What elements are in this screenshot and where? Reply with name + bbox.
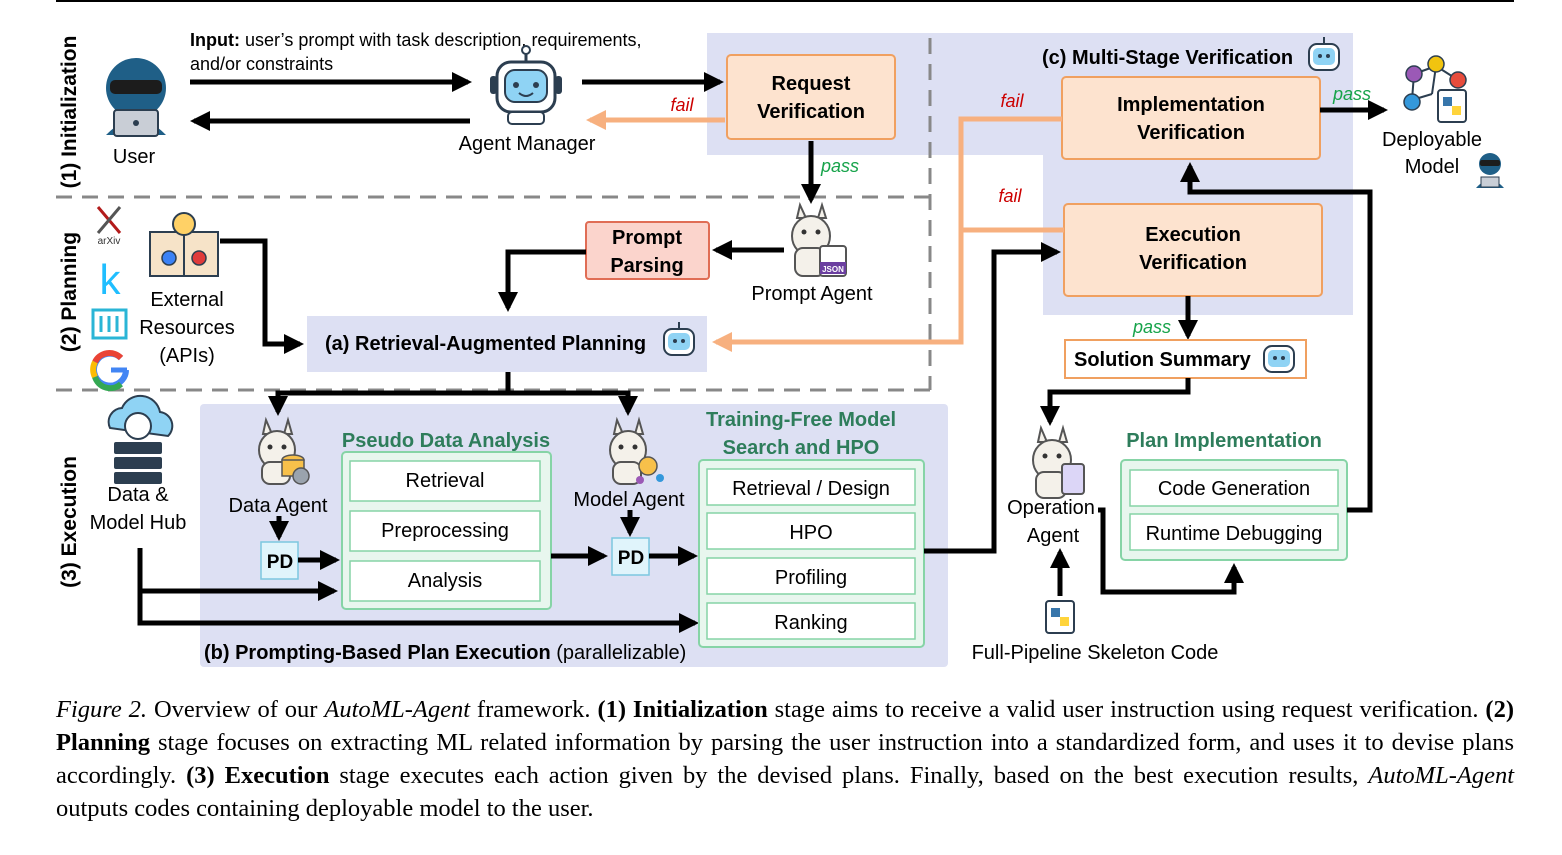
caption-figure-label: Figure 2. xyxy=(56,696,148,723)
figure-caption: Figure 2. Overview of our AutoML-Agent f… xyxy=(56,696,1515,822)
stage-label-initialization: (1) Initialization xyxy=(58,36,81,189)
pseudo-data-analysis-title: Pseudo Data Analysis xyxy=(342,430,550,452)
deployable-model-network-icon xyxy=(1403,55,1467,123)
arrow-hub-to-ranking xyxy=(137,591,699,633)
code-generation-item xyxy=(1129,469,1339,507)
arrow-operation-to-implementation xyxy=(1098,507,1244,595)
execution-verification-box xyxy=(1063,203,1323,297)
pd-label-data: PD xyxy=(267,552,293,573)
external-resources-line3: (APIs) xyxy=(159,345,215,367)
external-resources-line1: External xyxy=(150,289,223,311)
analysis-item xyxy=(349,560,541,602)
retrieval-design-item xyxy=(706,468,916,506)
execution-verification-line1: Execution xyxy=(1145,224,1241,246)
pass-label-execution: pass xyxy=(1132,317,1171,337)
operation-agent-llama-icon xyxy=(1032,424,1085,499)
request-verification-line1: Request xyxy=(772,73,851,95)
prompt-agent-label: Prompt Agent xyxy=(751,283,873,305)
fail-label-execution: fail xyxy=(998,186,1022,206)
prompt-parsing-line2: Parsing xyxy=(610,255,683,277)
deployable-user-icon xyxy=(1476,153,1504,188)
model-agent-label: Model Agent xyxy=(573,489,685,511)
retrieval-design-label: Retrieval / Design xyxy=(732,478,890,500)
runtime-debugging-item xyxy=(1129,513,1339,551)
arrow-resources-to-planning xyxy=(220,238,304,354)
arrow-summary-to-operation xyxy=(1040,378,1191,426)
preprocessing-label: Preprocessing xyxy=(381,520,509,542)
pd-label-model: PD xyxy=(618,548,644,569)
pd-box-model xyxy=(611,537,650,576)
kaggle-icon: k xyxy=(100,256,122,303)
agent-manager-label: Agent Manager xyxy=(459,133,596,155)
fail-label-implementation: fail xyxy=(1000,91,1024,111)
hpo-item xyxy=(706,512,916,550)
implementation-verification-box xyxy=(1061,76,1321,160)
runtime-debugging-label: Runtime Debugging xyxy=(1146,523,1323,545)
model-search-title-line1: Training-Free Model xyxy=(706,409,896,431)
automl-agent-diagram: (1) Initialization (2) Planning (3) Exec… xyxy=(56,0,1514,667)
retrieval-label: Retrieval xyxy=(406,470,485,492)
google-icon xyxy=(90,350,129,392)
arrow-parsing-to-planning xyxy=(498,249,586,312)
prompt-parsing-line1: Prompt xyxy=(612,227,682,249)
data-agent-label: Data Agent xyxy=(229,495,328,517)
fail-label-request: fail xyxy=(670,95,694,115)
ranking-item xyxy=(706,602,916,640)
data-agent-llama-icon xyxy=(258,416,310,485)
deployable-model-line2: Model xyxy=(1405,156,1459,178)
python-file-icon xyxy=(1045,600,1075,634)
operation-agent-line2: Agent xyxy=(1027,525,1080,547)
request-verification-box xyxy=(726,54,896,140)
verification-robot-icon xyxy=(1308,37,1340,71)
skeleton-code-label: Full-Pipeline Skeleton Code xyxy=(972,642,1219,664)
arrow-planning-to-agents xyxy=(268,372,511,416)
implementation-verification-line2: Verification xyxy=(1137,122,1245,144)
solution-summary-label: Solution Summary xyxy=(1074,349,1252,371)
external-resources-book-icon xyxy=(149,212,219,277)
profiling-label: Profiling xyxy=(775,567,847,589)
arrow-model-search-to-execution xyxy=(924,242,1061,554)
input-note-line1: Input: user’s prompt with task descripti… xyxy=(190,30,642,50)
retrieval-planning-label: (a) Retrieval-Augmented Planning xyxy=(325,333,646,355)
preprocessing-item xyxy=(349,510,541,552)
stage-label-execution: (3) Execution xyxy=(58,456,81,588)
plan-implementation-title: Plan Implementation xyxy=(1126,430,1322,452)
retrieval-item xyxy=(349,460,541,502)
retrieval-planning-box xyxy=(307,316,707,372)
agent-manager-robot-icon xyxy=(490,45,562,125)
model-search-title-line2: Search and HPO xyxy=(723,437,880,459)
user-icon xyxy=(106,58,166,137)
arxiv-icon: arXiv xyxy=(96,206,122,247)
multi-stage-verification-title: (c) Multi-Stage Verification xyxy=(1042,47,1293,69)
plan-execution-label: (b) Prompting-Based Plan Execution (para… xyxy=(204,642,686,664)
input-note-line2: and/or constraints xyxy=(190,54,333,74)
operation-agent-line1: Operation xyxy=(1007,497,1095,519)
implementation-verification-line1: Implementation xyxy=(1117,94,1265,116)
summary-robot-icon xyxy=(1263,345,1295,373)
database-icon xyxy=(91,308,128,340)
data-model-hub-line1: Data & xyxy=(107,484,169,506)
stage-label-planning: (2) Planning xyxy=(58,232,81,352)
svg-text:arXiv: arXiv xyxy=(98,236,121,247)
prompt-agent-llama-icon: JSON xyxy=(791,201,847,277)
user-label: User xyxy=(113,146,156,168)
request-verification-line2: Verification xyxy=(757,101,865,123)
external-resources-line2: Resources xyxy=(139,317,235,339)
code-generation-label: Code Generation xyxy=(1158,478,1310,500)
execution-verification-line2: Verification xyxy=(1139,252,1247,274)
pass-label-request: pass xyxy=(820,156,859,176)
model-agent-llama-icon xyxy=(609,416,664,485)
arrow-implementation-to-verification xyxy=(1180,162,1373,513)
pass-label-implementation: pass xyxy=(1332,84,1371,104)
analysis-label: Analysis xyxy=(408,570,482,592)
data-model-hub-line2: Model Hub xyxy=(90,512,187,534)
data-model-hub-cloud-icon xyxy=(107,394,174,484)
deployable-model-line1: Deployable xyxy=(1382,129,1482,151)
svg-text:JSON: JSON xyxy=(822,265,844,274)
hpo-label: HPO xyxy=(789,522,832,544)
arrow-planning-to-model-agent xyxy=(508,390,638,416)
planning-robot-icon xyxy=(663,322,695,356)
profiling-item xyxy=(706,557,916,595)
ranking-label: Ranking xyxy=(774,612,847,634)
